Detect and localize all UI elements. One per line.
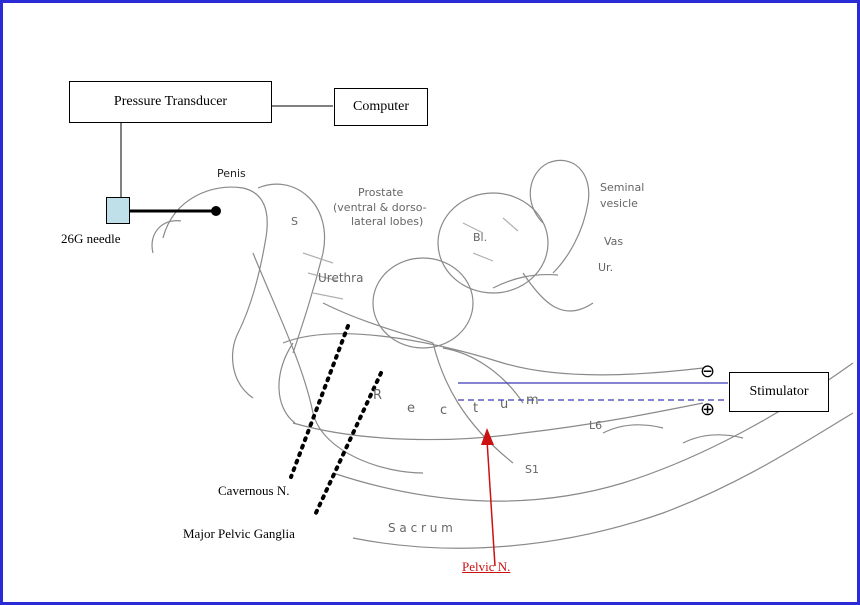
rectum-c-label: c bbox=[440, 403, 447, 418]
major-pelvic-ganglia-label: Major Pelvic Ganglia bbox=[183, 526, 295, 542]
bladder-outline bbox=[438, 193, 548, 293]
prostate-detail-label-2: lateral lobes) bbox=[351, 215, 423, 228]
computer-box: Computer bbox=[334, 88, 428, 126]
rectum-outline bbox=[283, 334, 703, 375]
pelvic-nerve-label: Pelvic N. bbox=[462, 559, 510, 575]
rectum-t-label: t bbox=[473, 401, 478, 416]
needle-tip bbox=[211, 206, 221, 216]
seminal-vesicle-label-2: vesicle bbox=[600, 197, 638, 210]
cavernous-nerve-pointer bbox=[291, 326, 348, 477]
prostate-detail-label-1: (ventral & dorso- bbox=[333, 201, 427, 214]
urethra-label: Urethra bbox=[318, 271, 363, 285]
l6-label: L6 bbox=[589, 419, 602, 432]
rectum-r-label: R bbox=[373, 388, 382, 403]
sacrum-label: S a c r u m bbox=[388, 521, 453, 535]
pressure-transducer-box: Pressure Transducer bbox=[69, 81, 272, 123]
cavernous-nerve-label: Cavernous N. bbox=[218, 483, 290, 499]
penis-label: Penis bbox=[217, 167, 246, 180]
pelvic-bone bbox=[258, 184, 325, 353]
vas-label: Vas bbox=[604, 235, 623, 248]
needle-label: 26G needle bbox=[61, 231, 121, 247]
needle-box bbox=[106, 197, 130, 224]
seminal-vesicle-label-1: Seminal bbox=[600, 181, 644, 194]
positive-electrode-symbol: ⊕ bbox=[700, 399, 715, 420]
stimulator-box: Stimulator bbox=[729, 372, 829, 412]
s1-label: S1 bbox=[525, 463, 539, 476]
s-mark-label: S bbox=[291, 215, 298, 228]
rectum-m-label: m bbox=[526, 393, 539, 408]
negative-electrode-symbol: ⊖ bbox=[700, 361, 715, 382]
prostate-label: Prostate bbox=[358, 186, 403, 199]
ureter-label: Ur. bbox=[598, 261, 613, 274]
rectum-e-label: e bbox=[407, 401, 415, 416]
rectum-u-label: u bbox=[500, 397, 508, 412]
bladder-label: Bl. bbox=[473, 231, 487, 244]
major-pelvic-ganglia-pointer bbox=[315, 373, 381, 515]
seminal-vesicle-outline bbox=[530, 160, 589, 273]
prostate-outline bbox=[373, 258, 473, 348]
